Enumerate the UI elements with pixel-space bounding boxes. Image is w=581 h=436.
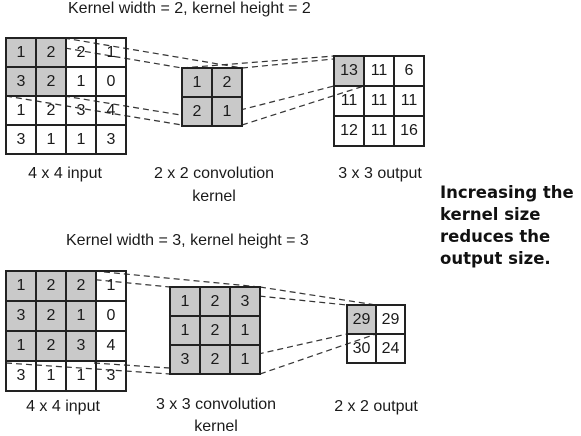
bottom-title: Kernel width = 3, kernel height = 3 (66, 232, 309, 249)
grid-cell: 1 (170, 316, 200, 345)
grid-cell: 1 (96, 271, 126, 301)
top-title: Kernel width = 2, kernel height = 2 (68, 0, 311, 17)
grid-cell: 11 (364, 116, 394, 146)
grid-cell: 1 (6, 38, 36, 67)
grid-cell: 4 (96, 331, 126, 361)
grid-cell: 1 (212, 97, 242, 126)
bottom-kernel-label-1: 3 x 3 convolution (155, 396, 277, 413)
note-line-3: reduces the (440, 227, 551, 246)
grid-cell: 1 (36, 361, 66, 391)
grid-cell: 1 (182, 68, 212, 97)
grid-cell: 1 (230, 345, 260, 374)
grid-cell: 11 (334, 86, 364, 116)
grid-cell: 2 (36, 96, 66, 125)
grid-cell: 2 (36, 301, 66, 331)
grid-cell: 3 (230, 287, 260, 316)
note-line-4: output size. (440, 249, 551, 268)
grid-cell: 2 (36, 331, 66, 361)
grid-cell: 2 (36, 271, 66, 301)
explanation-note: Increasing the kernel size reduces the o… (440, 182, 580, 270)
grid-cell: 2 (36, 67, 66, 96)
grid-cell: 2 (200, 345, 230, 374)
grid-cell: 1 (6, 96, 36, 125)
grid-cell: 3 (96, 125, 126, 154)
grid-cell: 1 (66, 301, 96, 331)
grid-cell: 2 (66, 271, 96, 301)
grid-cell: 1 (6, 271, 36, 301)
grid-cell: 3 (6, 361, 36, 391)
grid-cell: 3 (96, 361, 126, 391)
grid-cell: 11 (394, 86, 424, 116)
bottom-input-label: 4 x 4 input (26, 398, 100, 415)
top-input-label: 4 x 4 input (28, 165, 102, 182)
grid-cell: 0 (96, 301, 126, 331)
bottom-output-label: 2 x 2 output (334, 398, 418, 415)
grid-cell: 0 (96, 67, 126, 96)
grid-cell: 13 (334, 56, 364, 86)
grid-cell: 3 (6, 301, 36, 331)
grid-cell: 2 (66, 38, 96, 67)
grid-cell: 2 (200, 287, 230, 316)
grid-cell: 12 (334, 116, 364, 146)
note-line-2: kernel size (440, 205, 541, 224)
grid-cell: 29 (347, 305, 376, 334)
grid-cell: 2 (36, 38, 66, 67)
grid-cell: 2 (182, 97, 212, 126)
grid-cell: 1 (230, 316, 260, 345)
note-line-1: Increasing the (440, 183, 574, 202)
top-kernel-label-1: 2 x 2 convolution (153, 165, 275, 182)
grid-cell: 1 (170, 287, 200, 316)
grid-cell: 3 (66, 96, 96, 125)
grid-cell: 29 (376, 305, 405, 334)
grid-cell: 1 (66, 67, 96, 96)
grid-cell: 3 (6, 67, 36, 96)
grid-cell: 2 (212, 68, 242, 97)
grid-cell: 11 (364, 86, 394, 116)
grid-cell: 30 (347, 334, 376, 363)
grid-cell: 11 (364, 56, 394, 86)
grid-cell: 3 (170, 345, 200, 374)
grid-cell: 6 (394, 56, 424, 86)
grid-cell: 1 (66, 361, 96, 391)
top-output-label: 3 x 3 output (338, 165, 422, 182)
grid-cell: 3 (6, 125, 36, 154)
grid-cell: 2 (200, 316, 230, 345)
grid-cell: 24 (376, 334, 405, 363)
top-kernel-label-2: kernel (192, 188, 236, 205)
grid-cell: 1 (36, 125, 66, 154)
grid-cell: 1 (96, 38, 126, 67)
grid-cell: 4 (96, 96, 126, 125)
grid-cell: 1 (6, 331, 36, 361)
grid-cell: 16 (394, 116, 424, 146)
bottom-kernel-label-2: kernel (194, 418, 238, 435)
grid-cell: 3 (66, 331, 96, 361)
grid-cell: 1 (66, 125, 96, 154)
